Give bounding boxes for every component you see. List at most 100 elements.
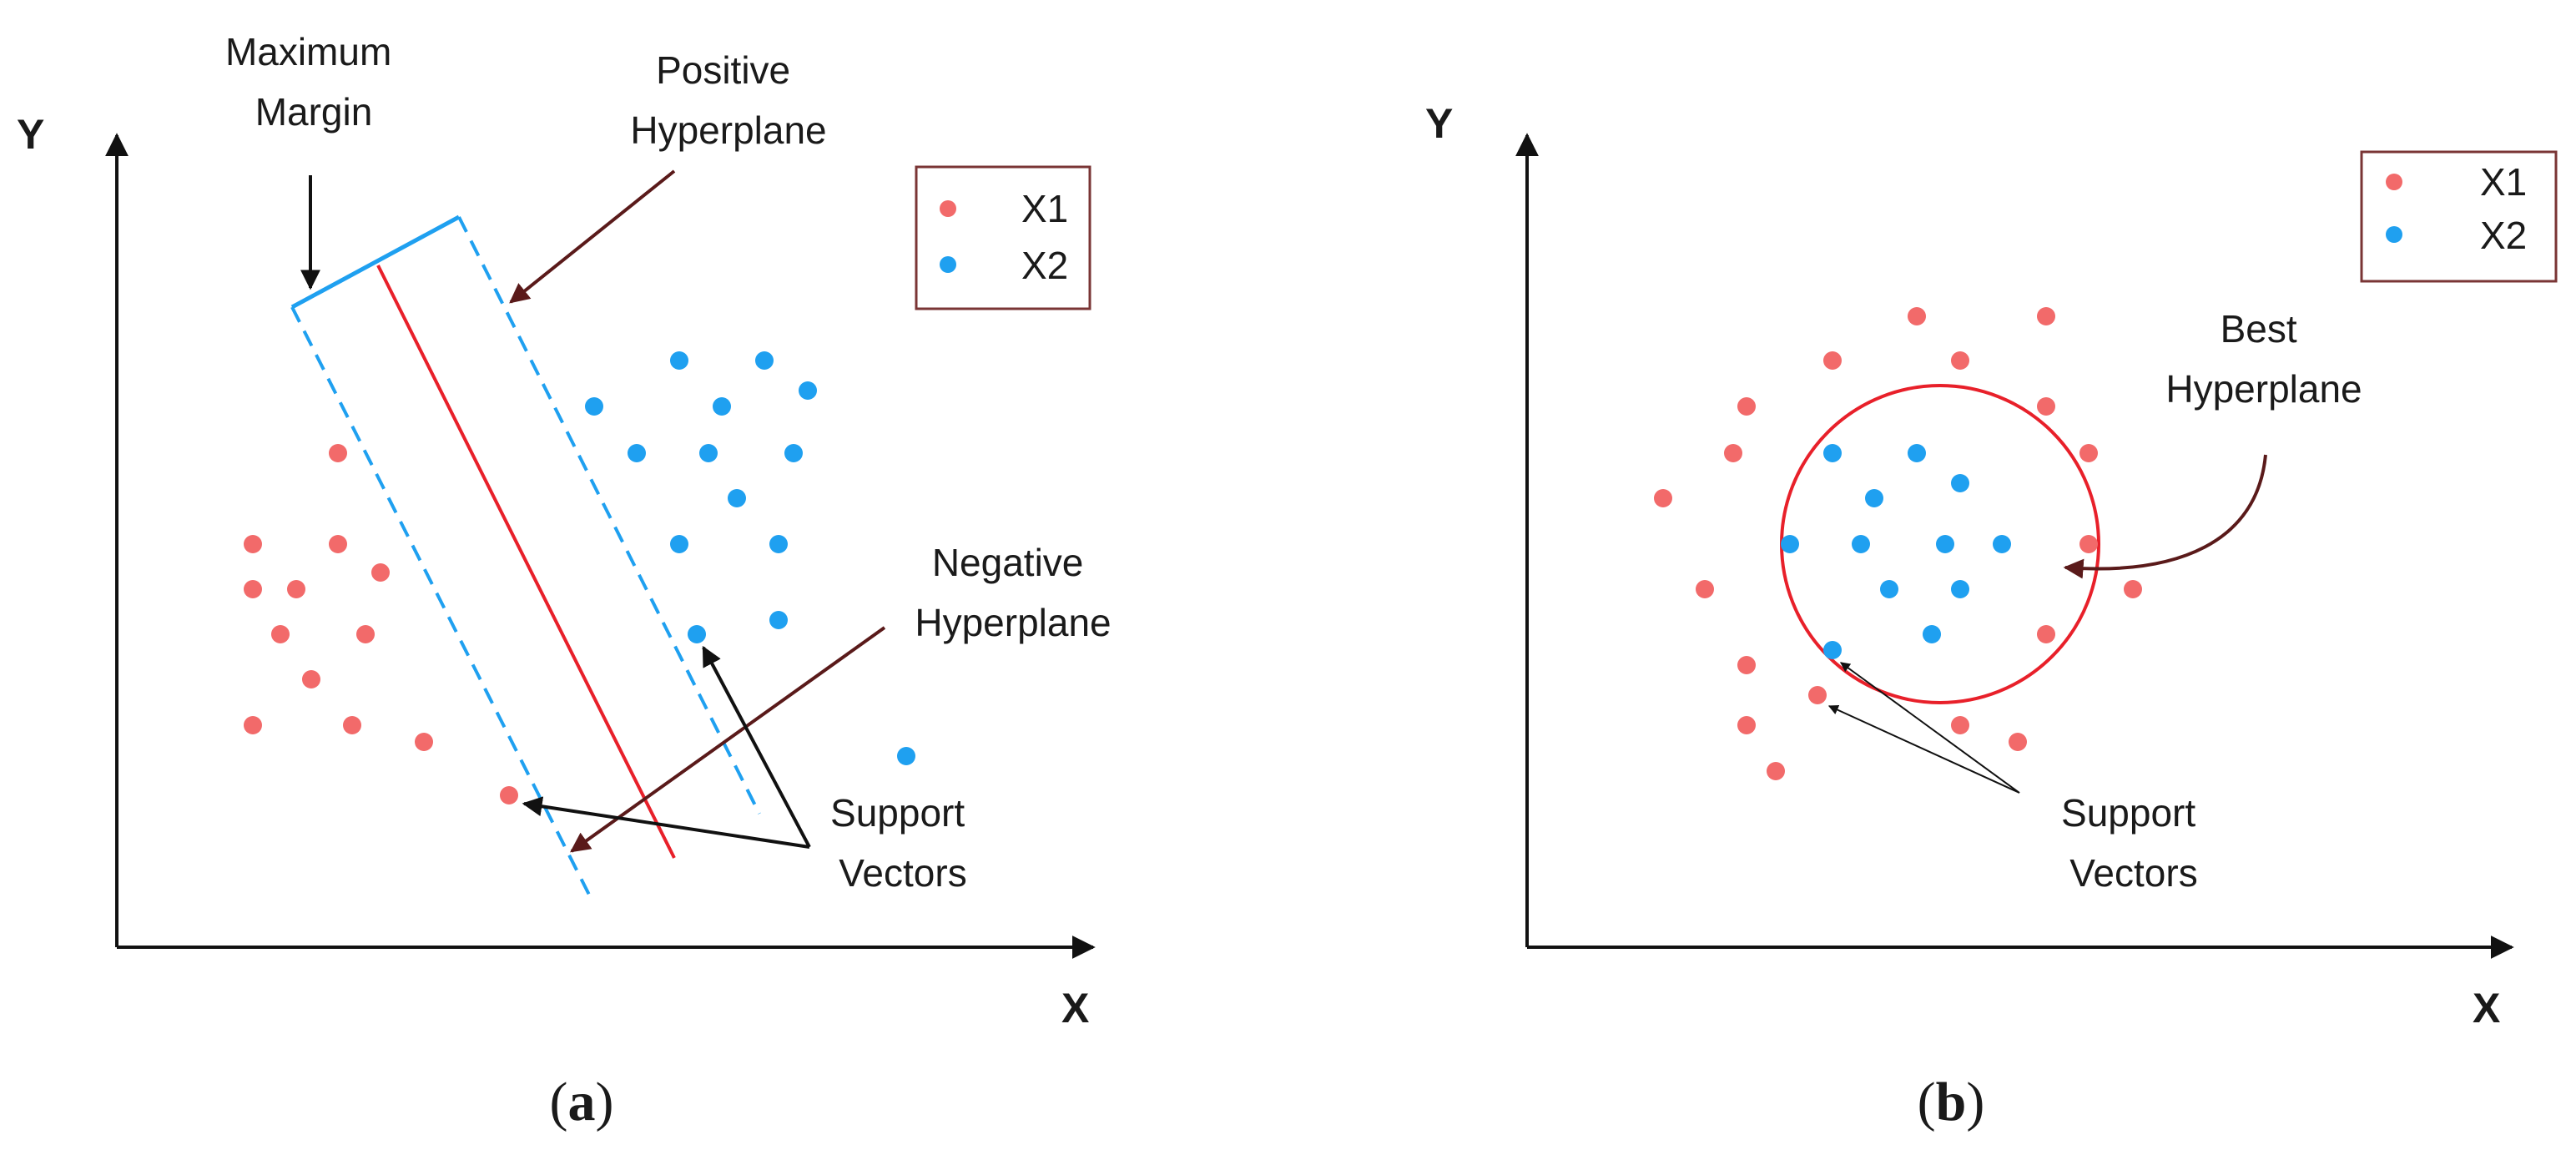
panel-a-legend-box bbox=[915, 165, 1091, 310]
x2-point bbox=[755, 351, 774, 370]
x1-point bbox=[1823, 351, 1842, 370]
x1-support-vector bbox=[500, 786, 518, 804]
panel-a-negative-line2: Hyperplane bbox=[915, 601, 1111, 644]
x1-point bbox=[1908, 307, 1926, 325]
panel-a-positive-line2: Hyperplane bbox=[630, 108, 826, 152]
panel-a-x2-points bbox=[585, 351, 915, 765]
panel-a-caption-open: ( bbox=[550, 1072, 568, 1132]
x1-point bbox=[2037, 307, 2055, 325]
panel-a-legend-x1-marker bbox=[940, 200, 956, 217]
panel-a-negative-label: Negative Hyperplane bbox=[915, 541, 1111, 644]
x2-point bbox=[1951, 580, 1969, 598]
panel-a-caption: (a) bbox=[550, 1072, 614, 1132]
panel-b-caption-open: ( bbox=[1918, 1072, 1936, 1132]
x1-point bbox=[1696, 580, 1714, 598]
panel-b-support-line1: Support bbox=[2061, 791, 2195, 835]
panel-b-support-line2: Vectors bbox=[2069, 851, 2197, 895]
panel-b-x2-points bbox=[1781, 444, 2011, 659]
panel-a-caption-letter: a bbox=[568, 1072, 596, 1132]
x2-point bbox=[897, 747, 915, 765]
panel-a-margin-top-edge bbox=[290, 214, 461, 310]
panel-a: Y X X1 X2 bbox=[17, 30, 1112, 1132]
panel-a-legend-x2-label: X2 bbox=[1021, 244, 1068, 287]
panel-b-legend-x2-label: X2 bbox=[2480, 214, 2527, 257]
x2-point bbox=[1993, 535, 2011, 553]
x1-point bbox=[2037, 625, 2055, 643]
x2-point bbox=[728, 489, 746, 507]
panel-a-support-label: Support Vectors bbox=[830, 791, 975, 895]
panel-a-legend: X1 X2 bbox=[915, 165, 1091, 310]
panel-b-legend-box bbox=[2360, 150, 2558, 283]
x1-point bbox=[271, 625, 290, 643]
x1-point bbox=[1737, 656, 1756, 674]
panel-a-positive-line1: Positive bbox=[656, 48, 790, 92]
x2-point bbox=[769, 611, 788, 629]
x2-point bbox=[784, 444, 803, 462]
panel-a-negative-line1: Negative bbox=[932, 541, 1084, 584]
x1-point bbox=[2079, 444, 2098, 462]
x2-point bbox=[585, 397, 603, 416]
panel-a-positive-hyperplane bbox=[457, 216, 761, 815]
panel-a-negative-hyperplane bbox=[290, 306, 594, 902]
x1-point bbox=[244, 716, 262, 734]
x1-point bbox=[287, 580, 305, 598]
x2-point bbox=[1852, 535, 1870, 553]
panel-a-caption-close: ) bbox=[596, 1072, 614, 1132]
x1-point bbox=[244, 580, 262, 598]
panel-a-negative-arrow bbox=[570, 626, 886, 853]
x1-point bbox=[1654, 489, 1672, 507]
x2-point bbox=[1865, 489, 1883, 507]
panel-a-optimal-hyperplane bbox=[376, 265, 676, 859]
x1-point bbox=[1724, 444, 1742, 462]
panel-a-support-arrow-2 bbox=[702, 645, 811, 848]
panel-a-y-axis-label: Y bbox=[17, 111, 44, 158]
panel-b-caption-letter: b bbox=[1936, 1072, 1967, 1132]
x1-point bbox=[302, 670, 320, 688]
x1-point bbox=[1737, 716, 1756, 734]
x2-point bbox=[713, 397, 731, 416]
panel-b-y-axis-label: Y bbox=[1425, 100, 1453, 147]
panel-b: Y X X1 X2 bbox=[1425, 100, 2558, 1132]
panel-a-x1-points bbox=[244, 444, 518, 804]
x2-point bbox=[1951, 474, 1969, 492]
x1-point bbox=[1951, 716, 1969, 734]
panel-b-caption: (b) bbox=[1918, 1072, 1985, 1132]
panel-b-best-arrow bbox=[2063, 454, 2267, 579]
x2-point bbox=[1781, 535, 1799, 553]
panel-a-legend-x1-label: X1 bbox=[1021, 187, 1068, 230]
x1-point bbox=[329, 444, 347, 462]
x1-point bbox=[343, 716, 361, 734]
x1-point bbox=[2079, 535, 2098, 553]
x2-point bbox=[1880, 580, 1898, 598]
x1-point bbox=[415, 733, 433, 751]
panel-b-x1-points bbox=[1654, 307, 2142, 780]
x1-point bbox=[1951, 351, 1969, 370]
panel-b-caption-close: ) bbox=[1966, 1072, 1984, 1132]
x1-point bbox=[1767, 762, 1785, 780]
panel-a-support-line2: Vectors bbox=[839, 851, 966, 895]
panel-b-x-axis-label: X bbox=[2473, 985, 2500, 1031]
x1-point bbox=[244, 535, 262, 553]
x2-point bbox=[769, 535, 788, 553]
panel-a-max-margin-line2: Margin bbox=[255, 90, 373, 134]
x1-support-vector bbox=[1808, 686, 1827, 704]
x1-point bbox=[1737, 397, 1756, 416]
x2-point bbox=[670, 351, 688, 370]
panel-a-max-margin-line1: Maximum bbox=[225, 30, 391, 73]
x1-point bbox=[356, 625, 375, 643]
panel-b-best-label: Best Hyperplane bbox=[2165, 307, 2362, 411]
panel-b-support-arrow-2 bbox=[1827, 705, 2020, 794]
panel-b-best-line1: Best bbox=[2221, 307, 2297, 351]
x1-point bbox=[2037, 397, 2055, 416]
x2-point bbox=[628, 444, 646, 462]
panel-b-legend-x1-marker bbox=[2386, 174, 2402, 190]
x2-point bbox=[699, 444, 718, 462]
panel-a-x-axis-label: X bbox=[1061, 985, 1089, 1031]
panel-b-support-arrow-1 bbox=[1840, 662, 2020, 794]
panel-b-support-label: Support Vectors bbox=[2061, 791, 2206, 895]
panel-b-legend-x1-label: X1 bbox=[2480, 160, 2527, 204]
x2-point bbox=[1823, 444, 1842, 462]
x2-point bbox=[1936, 535, 1954, 553]
x1-point bbox=[329, 535, 347, 553]
